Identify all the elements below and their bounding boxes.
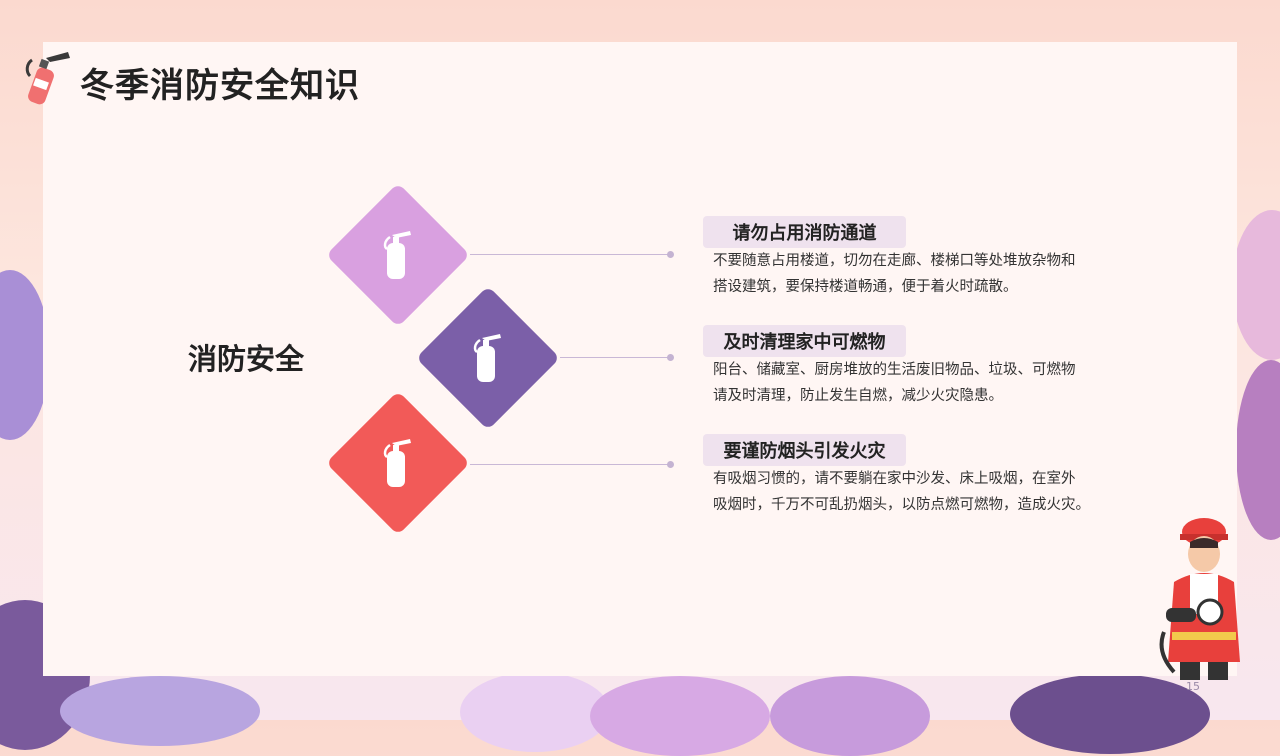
background-foliage-bottom-right xyxy=(1010,674,1210,754)
item-3-connector-dot xyxy=(667,461,674,468)
item-1-connector-dot xyxy=(667,251,674,258)
content-card xyxy=(43,42,1237,676)
section-subject: 消防安全 xyxy=(188,342,305,376)
background-foliage-right xyxy=(1232,210,1280,360)
item-1-description: 不要随意占用楼道，切勿在走廊、楼梯口等处堆放杂物和 搭设建筑，要保持楼道畅通，便… xyxy=(713,253,1076,295)
item-2-heading: 及时清理家中可燃物 xyxy=(703,325,906,357)
background-foliage-bottom-center xyxy=(460,672,610,752)
fire-extinguisher-icon xyxy=(25,52,70,105)
background-foliage-bottom-center-2 xyxy=(590,676,770,756)
fire-extinguisher-icon xyxy=(383,439,411,487)
item-2-connector-dot xyxy=(667,354,674,361)
item-3-description: 有吸烟习惯的，请不要躺在家中沙发、床上吸烟，在室外 吸烟时，千万不可乱扔烟头，以… xyxy=(713,471,1090,513)
item-3-connector xyxy=(470,464,670,465)
page-number: 15 xyxy=(1186,680,1200,693)
background-foliage-bottom-left xyxy=(60,676,260,746)
item-2-connector xyxy=(560,357,670,358)
item-3-heading: 要谨防烟头引发火灾 xyxy=(703,434,906,466)
item-1-heading: 请勿占用消防通道 xyxy=(703,216,906,248)
page-title: 冬季消防安全知识 xyxy=(80,66,360,106)
item-2-description: 阳台、储藏室、厨房堆放的生活废旧物品、垃圾、可燃物 请及时清理，防止发生自燃，减… xyxy=(713,362,1076,404)
firefighter-illustration xyxy=(1159,518,1240,680)
fire-extinguisher-icon xyxy=(473,334,501,382)
item-1-connector xyxy=(470,254,670,255)
background-foliage-bottom-center-3 xyxy=(770,676,930,756)
fire-extinguisher-icon xyxy=(383,231,411,279)
